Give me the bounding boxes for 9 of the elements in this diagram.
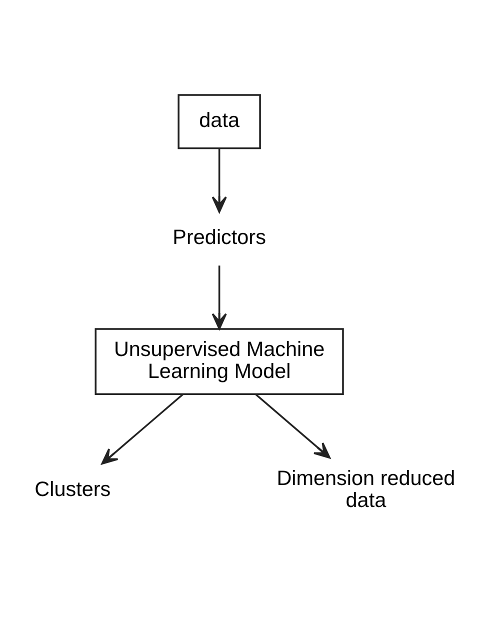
arrow xyxy=(100,393,184,464)
arrow xyxy=(254,393,330,458)
node-text: Dimension reduced data xyxy=(276,466,455,512)
arrow xyxy=(211,265,226,330)
node-box: Unsupervised Machine Learning Model xyxy=(94,328,344,395)
arrow xyxy=(211,148,226,212)
node-text: Predictors xyxy=(172,226,266,249)
node-box: data xyxy=(177,94,260,149)
node-text: Clusters xyxy=(34,477,110,500)
